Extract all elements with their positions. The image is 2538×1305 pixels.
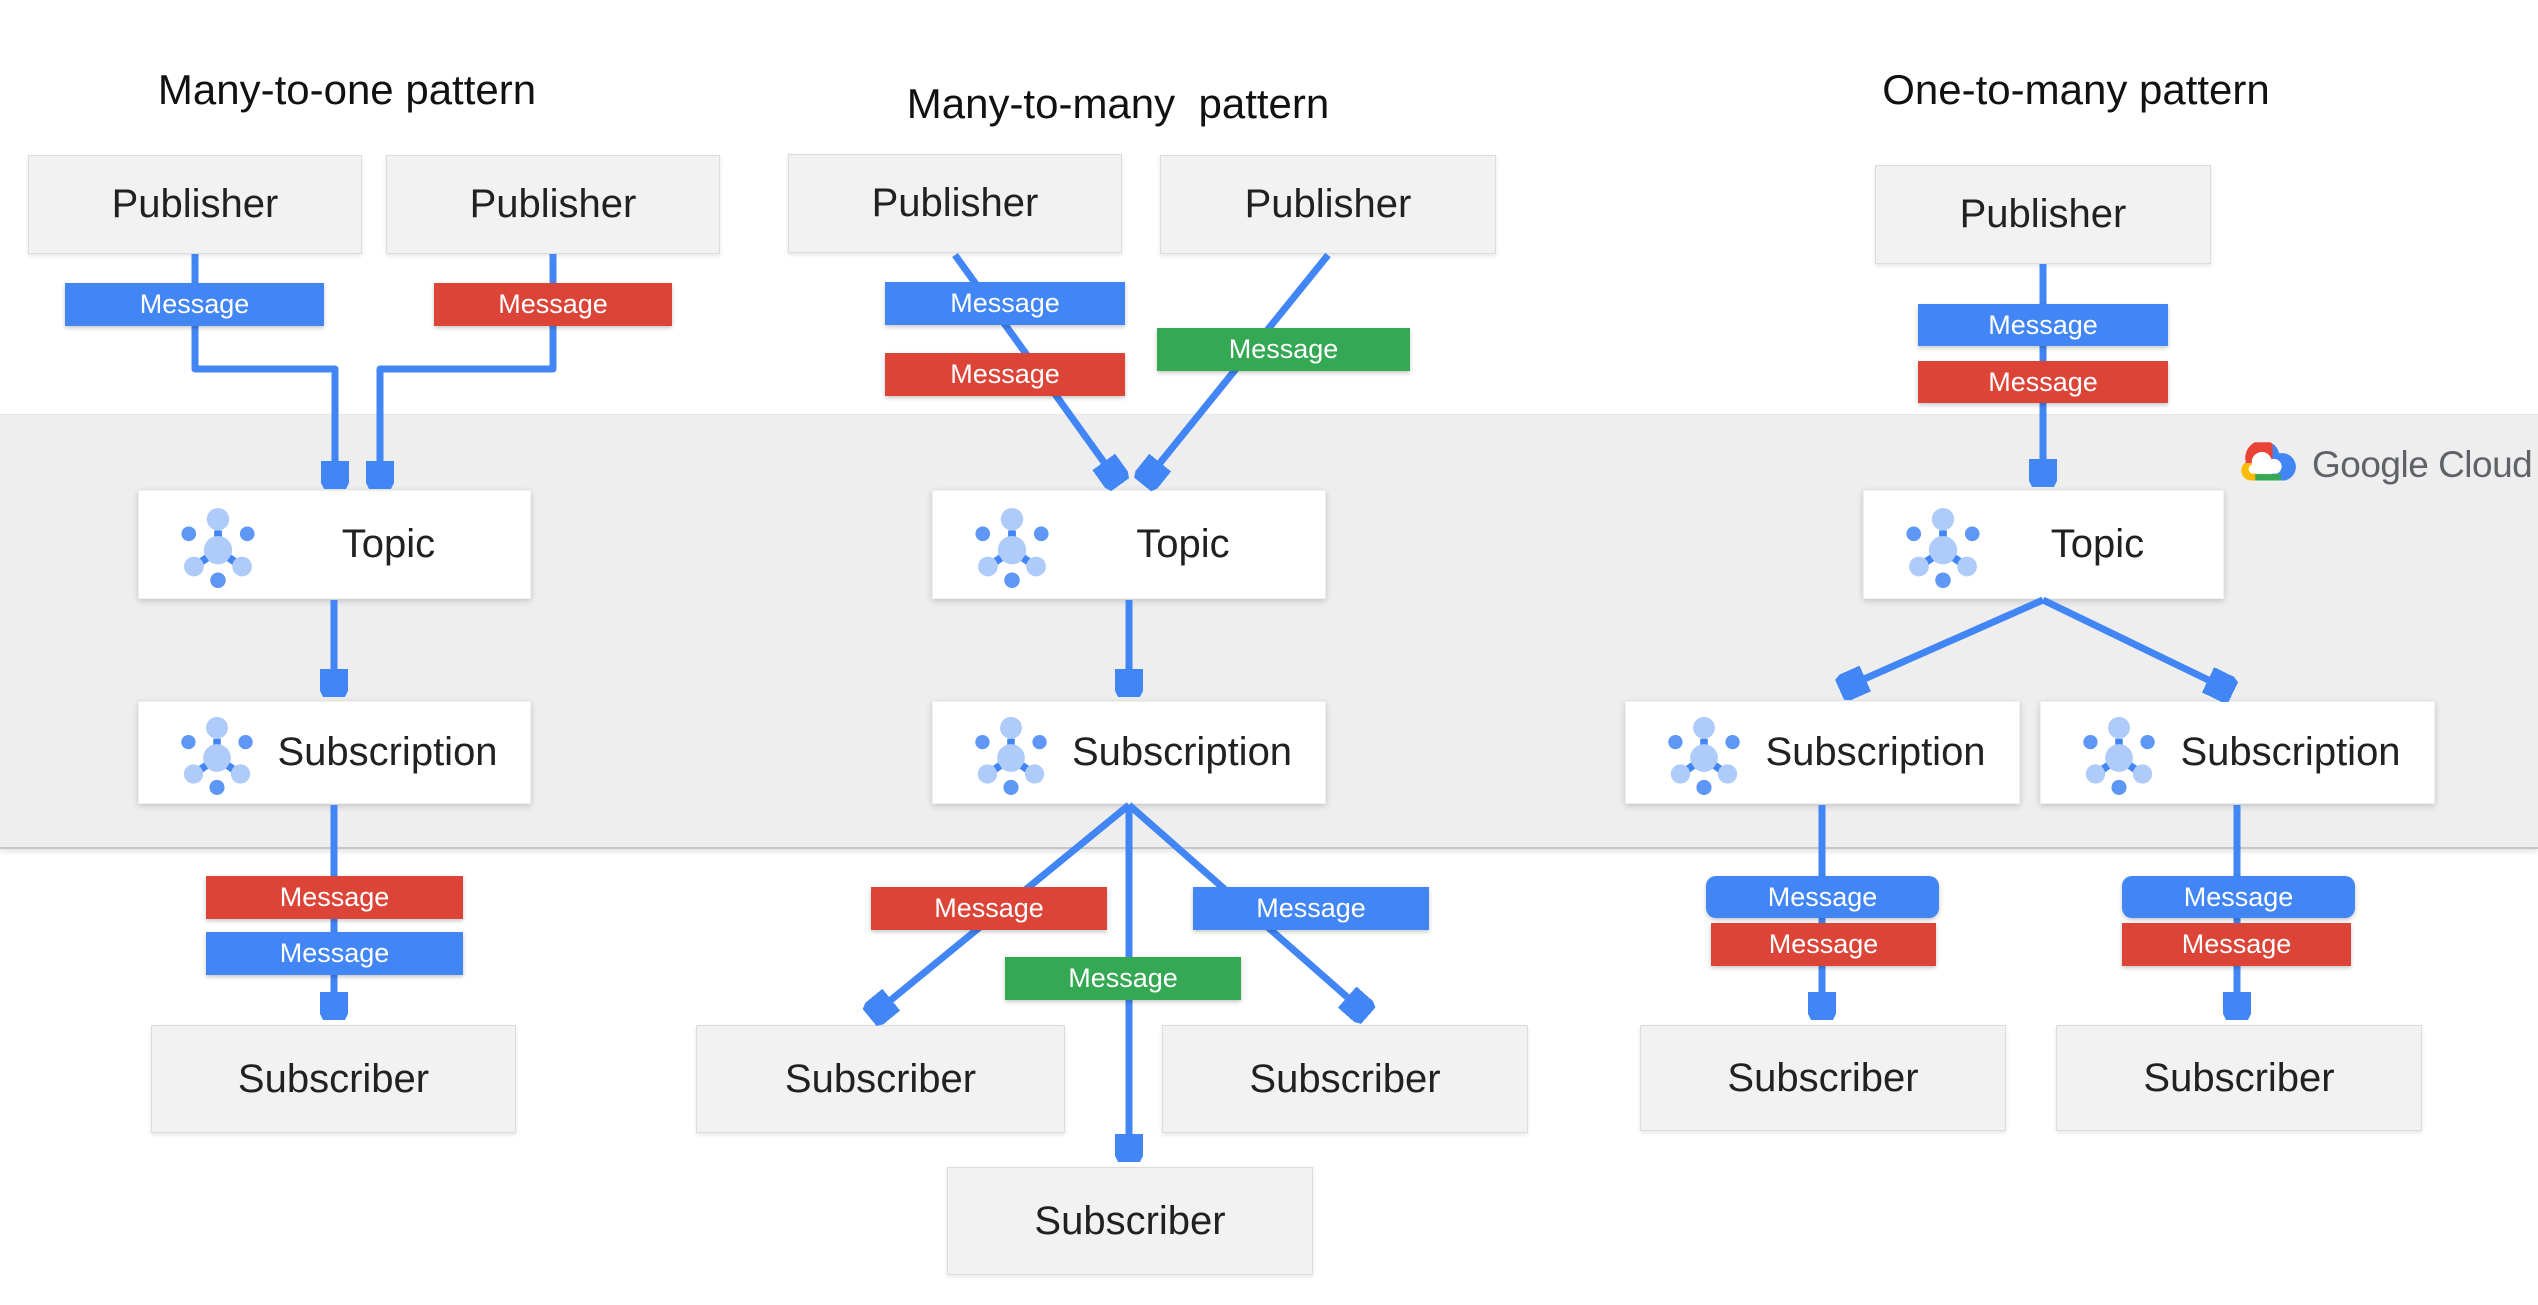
subscription-box: Subscription [1625,701,2020,804]
topic-label: Topic [1136,522,1230,566]
connector-topic3-to-subscription-left [1846,596,2045,687]
pubsub-topic-icon [175,502,261,588]
message-badge-blue: Message [1193,887,1429,930]
pattern-title-many-to-one: Many-to-one pattern [157,66,537,113]
subscriber-box: Subscriber [1162,1025,1528,1133]
google-cloud-icon [2238,442,2298,488]
publisher-label: Publisher [111,182,279,226]
connector-topic3-to-subscription-right [2041,596,2227,689]
pubsub-subscription-icon [969,711,1053,795]
message-badge-red: Message [206,876,463,919]
subscription-label: Subscription [1765,730,1986,774]
subscription-label: Subscription [277,730,498,774]
message-badge-blue: Message [1706,876,1939,918]
subscriber-label: Subscriber [1249,1056,1441,1101]
message-badge-blue: Message [206,932,463,975]
pubsub-subscription-icon [175,711,259,795]
message-badge-green: Message [1157,328,1410,371]
topic-box: Topic [138,490,531,599]
subscription-label: Subscription [1071,730,1293,774]
publisher-box: Publisher [28,155,362,254]
message-badge-blue: Message [885,282,1125,325]
subscriber-label: Subscriber [2143,1055,2335,1100]
message-badge-blue: Message [2122,876,2355,918]
pattern-title-one-to-many: One-to-many pattern [1882,66,2270,113]
publisher-box: Publisher [1160,155,1496,254]
subscriber-box: Subscriber [947,1167,1313,1275]
message-badge-red: Message [885,353,1125,396]
publisher-label: Publisher [871,181,1039,225]
message-badge-blue: Message [1918,304,2168,346]
google-cloud-logo-text: Google Cloud [2312,444,2533,485]
subscriber-box: Subscriber [2056,1025,2422,1131]
topic-box: Topic [932,490,1326,599]
subscription-box: Subscription [138,701,531,804]
subscriber-box: Subscriber [151,1025,516,1133]
publisher-box: Publisher [788,154,1122,253]
publisher-box: Publisher [1875,165,2211,264]
pubsub-subscription-icon [2077,711,2161,795]
subscriber-label: Subscriber [784,1056,977,1101]
message-badge-red: Message [871,887,1107,930]
pubsub-topic-icon [969,502,1055,588]
message-badge-green: Message [1005,957,1241,1000]
subscription-label: Subscription [2180,730,2401,774]
topic-label: Topic [2050,522,2145,566]
publisher-label: Publisher [469,182,637,226]
message-badge-red: Message [434,283,672,326]
message-badge-red: Message [1711,923,1936,966]
subscriber-label: Subscriber [1034,1198,1226,1243]
pubsub-topic-icon [1900,502,1986,588]
pattern-title-many-to-many: Many-to-many pattern [906,80,1330,127]
topic-label: Topic [341,522,436,566]
publisher-label: Publisher [1959,192,2127,236]
publisher-box: Publisher [386,155,720,254]
pubsub-subscription-icon [1662,711,1746,795]
subscriber-box: Subscriber [1640,1025,2006,1131]
subscriber-label: Subscriber [1727,1055,1919,1100]
message-badge-blue: Message [65,283,324,326]
message-badge-red: Message [1918,361,2168,403]
topic-box: Topic [1863,490,2224,599]
subscriber-label: Subscriber [237,1056,430,1101]
message-badge-red: Message [2122,923,2351,966]
subscription-box: Subscription [932,701,1326,804]
publisher-label: Publisher [1244,182,1412,226]
google-cloud-logo: Google Cloud [2238,442,2533,488]
